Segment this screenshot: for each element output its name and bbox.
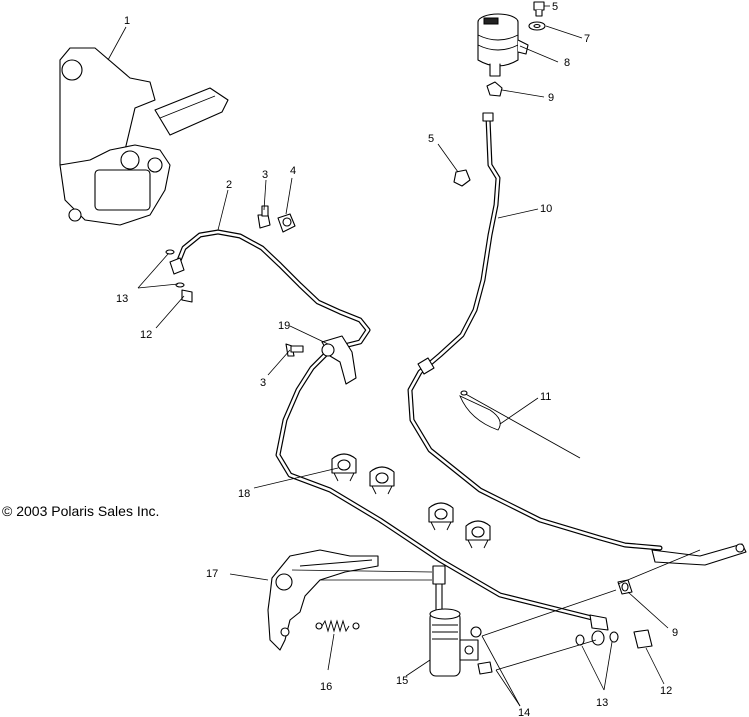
callout-numbers: 1 2 3 4 5 7 8 9 5 10 11 13 12 19 3 18 17…	[116, 1, 678, 717]
hose-clips	[331, 453, 491, 549]
line-bracket	[321, 335, 357, 385]
reservoir-hardware	[486, 1, 546, 97]
callout-5: 5	[428, 133, 434, 145]
callout-12-upper: 12	[140, 329, 152, 341]
fitting-5	[453, 169, 471, 187]
callout-7: 7	[584, 33, 590, 45]
callout-9: 9	[672, 627, 678, 639]
callout-9-top: 9	[548, 92, 554, 104]
leader-lines	[107, 5, 701, 707]
fittings-upper-left	[165, 249, 193, 303]
callout-13-lower: 13	[596, 697, 608, 709]
callout-3: 3	[260, 377, 266, 389]
callout-16: 16	[320, 681, 332, 693]
callout-14: 14	[518, 707, 530, 717]
callout-18: 18	[238, 488, 250, 500]
callout-3-top: 3	[262, 169, 268, 181]
reservoir-hose	[407, 112, 747, 566]
master-cylinder	[429, 608, 493, 677]
callout-2: 2	[226, 179, 232, 191]
bolts-and-clamp	[257, 205, 304, 357]
cable-tie	[459, 390, 581, 459]
caliper-assembly	[59, 47, 229, 226]
callout-13-upper: 13	[116, 293, 128, 305]
callout-11: 11	[540, 391, 551, 403]
callout-19: 19	[278, 320, 290, 332]
callout-1: 1	[124, 15, 130, 27]
return-spring	[315, 619, 360, 633]
callout-8: 8	[564, 57, 570, 69]
callout-5-top: 5	[552, 1, 558, 13]
callout-12-lower: 12	[660, 685, 672, 697]
reservoir	[477, 13, 529, 77]
brake-line	[169, 229, 371, 348]
callout-10: 10	[540, 203, 552, 215]
lower-brake-line	[275, 347, 609, 631]
callout-4: 4	[290, 165, 296, 177]
callout-15: 15	[396, 675, 408, 687]
callout-17: 17	[206, 568, 218, 580]
clevis	[432, 565, 446, 613]
banjo-fittings	[575, 579, 653, 649]
copyright-notice: © 2003 Polaris Sales Inc.	[2, 503, 160, 519]
brake-pedal	[267, 549, 379, 651]
